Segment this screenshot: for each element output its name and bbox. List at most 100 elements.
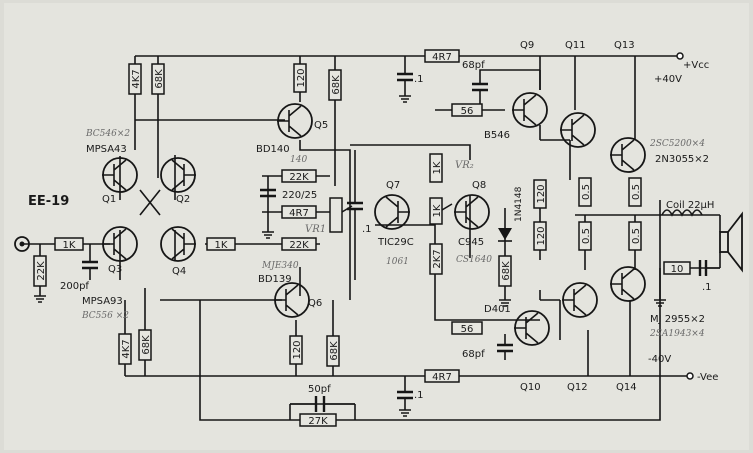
transistor-q9 (512, 92, 548, 128)
resistor-120-top (293, 63, 307, 93)
label-c-50pf: 50pf (308, 384, 331, 395)
capacitor-220 (260, 188, 276, 198)
resistor-4r7-bot (424, 369, 460, 383)
label-q3: Q3 (108, 264, 122, 275)
label-q7: Q7 (386, 180, 400, 191)
label-68k-mid-top: 68K (331, 75, 342, 95)
label-0-5-b: 0.5 (581, 228, 592, 244)
resistor-22k-a (281, 169, 317, 183)
resistor-0-5-d (628, 221, 642, 251)
label-1k-in: 1K (63, 240, 76, 251)
label-68k-d: 68K (501, 261, 512, 281)
resistors: 4K7 68K 120 68K 4R7 1K 22K 1K 22K 4R7 22… (33, 49, 691, 427)
transistor-q7 (374, 194, 410, 230)
label-q4: Q4 (172, 266, 186, 277)
label-4k7-bot: 4K7 (121, 339, 132, 358)
resistor-56-bot (451, 321, 483, 335)
label-68k-bot: 68K (141, 335, 152, 355)
resistor-68k-mid-top (328, 69, 342, 101)
label-22k-fb: 22K (289, 240, 309, 251)
label-1n4148: 1N4148 (514, 186, 524, 222)
resistor-56-top (451, 103, 483, 117)
label-4k7-top: 4K7 (131, 69, 142, 88)
resistor-4k7-top (128, 63, 142, 95)
label-56-top: 56 (461, 106, 474, 117)
resistor-1k-q7 (429, 153, 443, 183)
label-68k-mid-bot: 68K (329, 341, 340, 361)
label-q10: Q10 (520, 382, 541, 393)
labels: EE-19 +Vcc +40V -40V -Vee Q1 Q2 Q3 Q4 Q5… (28, 40, 718, 393)
transistor-q4 (160, 226, 196, 262)
capacitor-200pf (82, 260, 98, 280)
capacitor-1-top (397, 72, 413, 103)
label-22k-a: 22K (289, 172, 309, 183)
resistor-22k-fb (281, 237, 317, 251)
transistor-q5 (277, 103, 313, 139)
resistor-68k-mid-bot (326, 335, 340, 367)
vee-label: -Vee (697, 372, 718, 383)
label-bd140: BD140 (256, 144, 290, 155)
title-ee-19: EE-19 (28, 194, 69, 209)
input-jack-icon (14, 236, 30, 252)
transistor-q1 (102, 157, 138, 193)
capacitor-50pf (289, 396, 356, 420)
resistor-120-q10 (533, 221, 547, 251)
vcc-label: +Vcc (683, 60, 709, 71)
label-mj2955: MJ 2955×2 (650, 314, 705, 325)
capacitors: .1 68pf 220/25 .1 200pf 68pf 50pf .1 (60, 60, 720, 420)
label-d401: D401 (484, 304, 511, 315)
transistor-q10 (514, 310, 550, 346)
label-4r7-bot: 4R7 (432, 372, 452, 383)
resistor-27k (299, 413, 337, 427)
speaker-icon (719, 211, 743, 273)
hand-bc556: BC556 ×2 (81, 311, 129, 321)
label-56-bot: 56 (461, 324, 474, 335)
resistor-0-5-b (578, 221, 592, 251)
resistor-4r7-top (424, 49, 460, 63)
label-q12: Q12 (567, 382, 588, 393)
resistor-1k-mid (206, 237, 236, 251)
resistor-22k-in (33, 255, 47, 287)
label-1k-vr2: 1K (432, 204, 443, 217)
hand-2sa1943: 2SA1943×4 (649, 329, 705, 339)
label-q2: Q2 (176, 194, 190, 205)
label-q8: Q8 (472, 180, 486, 191)
label-q5: Q5 (314, 120, 328, 131)
label-c-68pf-top: 68pf (462, 60, 485, 71)
label-c-1-bot: .1 (414, 390, 424, 401)
label-coil: Coil 22μH (666, 200, 714, 211)
resistor-68k-d (498, 255, 512, 287)
resistor-120-q9 (533, 179, 547, 209)
ground-symbols (34, 295, 666, 307)
label-q14: Q14 (616, 382, 637, 393)
transistor-q13 (610, 137, 646, 173)
resistor-0-5-a (578, 177, 592, 207)
label-120-q10: 120 (536, 226, 547, 245)
label-c945: C945 (458, 237, 484, 248)
capacitor-68pf-top (472, 69, 540, 100)
label-q1: Q1 (102, 194, 116, 205)
label-mpsa93: MPSA93 (82, 296, 123, 307)
label-10: 10 (671, 264, 684, 275)
resistor-1k-in (54, 237, 84, 251)
label-c-200pf: 200pf (60, 281, 89, 292)
label-0-5-c: 0.5 (631, 184, 642, 200)
label-c-1-out: .1 (702, 282, 712, 293)
hand-140: 140 (290, 155, 307, 165)
hand-vr2: VR₂ (455, 160, 474, 171)
label-0-5-d: 0.5 (631, 228, 642, 244)
label-120-top: 120 (296, 68, 307, 87)
hand-mje340: MJE340 (261, 261, 299, 271)
capacitor-1-bot (397, 390, 413, 417)
vcc-value: +40V (654, 74, 682, 85)
label-q13: Q13 (614, 40, 635, 51)
label-22k-in: 22K (36, 261, 47, 281)
resistor-1k-vr2 (429, 197, 443, 225)
label-27k: 27K (308, 416, 328, 427)
label-q6: Q6 (308, 298, 322, 309)
transistor-q8 (454, 194, 490, 230)
label-1k-mid: 1K (215, 240, 228, 251)
resistor-2k7 (429, 243, 443, 275)
label-4r7-top: 4R7 (432, 52, 452, 63)
